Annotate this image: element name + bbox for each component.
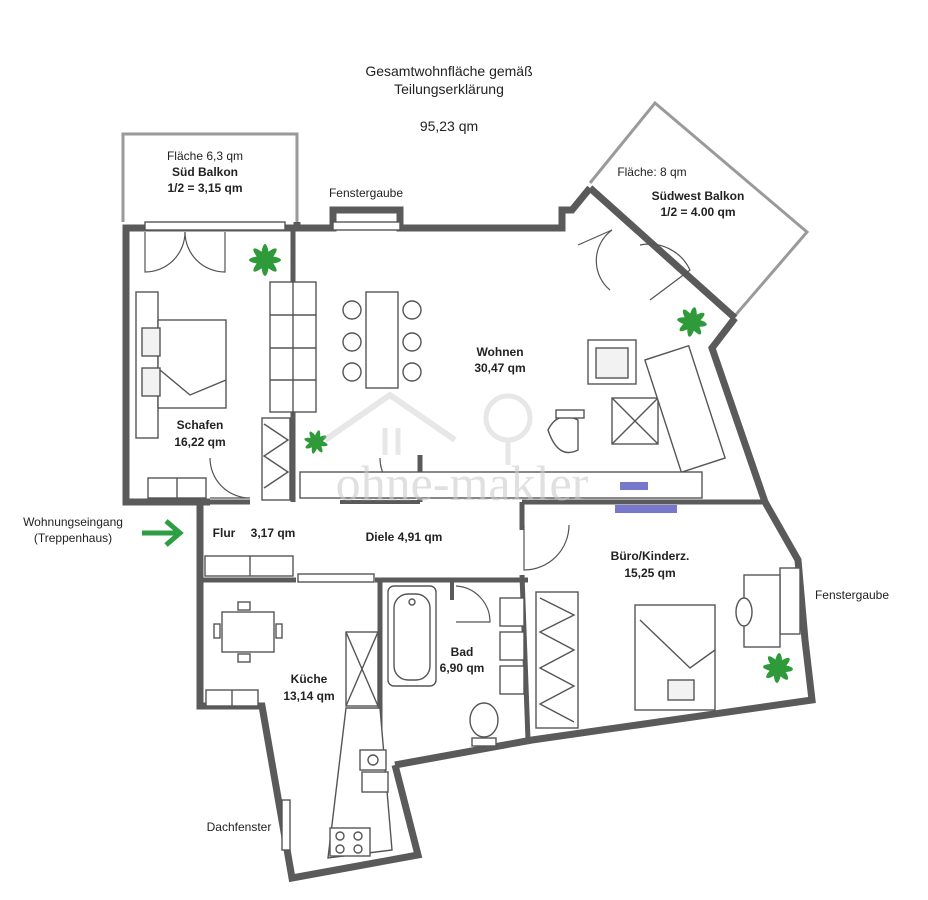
plant-icon — [763, 653, 793, 683]
buero-name: Büro/Kinderz. — [611, 549, 690, 563]
sued-balkon — [121, 132, 299, 222]
house-watermark-icon — [323, 391, 457, 455]
bad-name: Bad — [451, 645, 474, 659]
fenstergaube-top-label: Fenstergaube — [329, 186, 403, 200]
kueche-area: 13,14 qm — [283, 689, 334, 703]
interior-walls — [197, 228, 765, 760]
bathroom-furniture — [387, 585, 525, 747]
kueche-name: Küche — [291, 672, 328, 686]
suedwest-balkon-area: Fläche: 8 qm — [617, 165, 686, 179]
plant-icon — [677, 307, 707, 337]
entrance-label-2: (Treppenhaus) — [34, 531, 112, 545]
schafen-area: 16,22 qm — [174, 435, 225, 449]
flur-name: Flur — [213, 526, 236, 540]
fenstergaube-right-label: Fenstergaube — [815, 588, 889, 602]
header-line-2: Teilungserklärung — [394, 81, 504, 97]
sued-balkon-name: Süd Balkon — [172, 165, 238, 179]
schafen-name: Schafen — [177, 418, 224, 432]
office-furniture — [535, 574, 781, 729]
hall-furniture — [204, 555, 294, 577]
tree-watermark-icon — [483, 393, 533, 465]
windows — [144, 221, 801, 851]
header-line-1: Gesamtwohnfläche gemäß — [365, 63, 532, 79]
suedwest-balkon-half: 1/2 = 4.00 qm — [660, 205, 735, 219]
kitchen-furniture — [205, 601, 393, 859]
watermark-text: ohne-makler — [336, 455, 589, 511]
suedwest-balkon-name: Südwest Balkon — [652, 189, 745, 203]
entrance-label-1: Wohnungseingang — [23, 515, 123, 529]
buero-area: 15,25 qm — [624, 566, 675, 580]
wohnen-area: 30,47 qm — [474, 361, 525, 375]
dachfenster-label: Dachfenster — [207, 820, 272, 834]
suedwest-balkon — [588, 100, 810, 319]
header-total: 95,23 qm — [420, 118, 478, 134]
sued-balkon-half: 1/2 = 3,15 qm — [167, 181, 242, 195]
diele-name: Diele 4,91 qm — [366, 530, 443, 544]
wohnen-name: Wohnen — [476, 345, 523, 359]
bad-area: 6,90 qm — [440, 661, 485, 675]
plant-icon — [249, 244, 281, 276]
sued-balkon-area: Fläche 6,3 qm — [167, 149, 243, 163]
bedroom-furniture — [135, 281, 317, 501]
plant-icon — [304, 430, 328, 454]
flur-area: 3,17 qm — [251, 526, 296, 540]
entrance-arrow-icon — [142, 519, 184, 547]
living-furniture — [299, 291, 726, 513]
